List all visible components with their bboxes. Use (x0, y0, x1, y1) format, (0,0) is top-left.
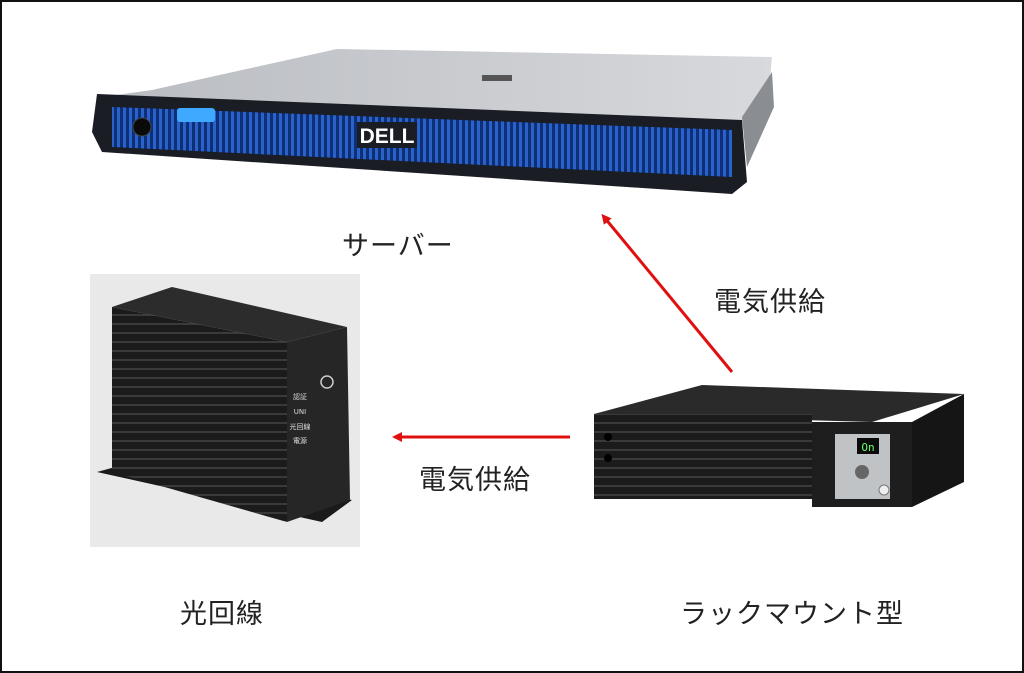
onu-image: 認証 UNI 光回線 電源 (90, 274, 360, 547)
rackmount-label: ラックマウント型 (680, 599, 904, 630)
onu-led-label: 光回線 (290, 422, 311, 431)
onu-led-label: 電源 (293, 436, 307, 445)
power-supply-label-left: 電気供給 (419, 465, 531, 496)
power-arrow-to-server (601, 213, 734, 373)
ups-display: On (861, 441, 874, 454)
power-supply-label-top: 電気供給 (714, 287, 826, 318)
ups-image: On (594, 385, 964, 507)
onu-led-label: UNI (294, 408, 306, 416)
server-label: サーバー (342, 231, 454, 262)
optical-line-label: 光回線 (180, 599, 264, 630)
server-logo: DELL (360, 125, 415, 148)
server-image: DELL (92, 49, 774, 194)
onu-led-label: 認証 (293, 392, 307, 401)
